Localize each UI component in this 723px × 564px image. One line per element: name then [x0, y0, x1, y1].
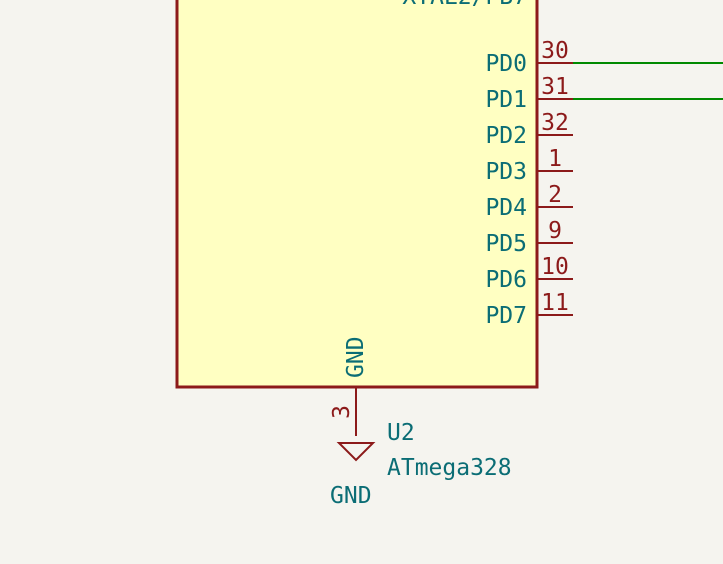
pin-pd2[interactable]: PD2 32	[485, 110, 573, 149]
gnd-pin-label: GND	[343, 336, 369, 378]
pin-label: PD0	[485, 51, 527, 77]
component-reference[interactable]: U2	[387, 420, 415, 446]
gnd-pin[interactable]: GND 3	[329, 336, 369, 436]
pin-pd5[interactable]: PD5 9	[485, 218, 573, 257]
pin-pd1[interactable]: PD1 31	[485, 74, 573, 113]
pin-label: PD7	[485, 303, 527, 329]
pin-number: 10	[541, 254, 569, 280]
pin-pd7[interactable]: PD7 11	[485, 290, 573, 329]
pin-pd3[interactable]: PD3 1	[485, 146, 573, 185]
pin-pd0[interactable]: PD0 30	[485, 38, 573, 77]
pin-pd4[interactable]: PD4 2	[485, 182, 573, 221]
power-symbol-label: GND	[330, 483, 372, 509]
pin-pd6[interactable]: PD6 10	[485, 254, 573, 293]
component-value[interactable]: ATmega328	[387, 455, 512, 481]
pin-number: 9	[548, 218, 562, 244]
ic-body[interactable]	[175, 0, 539, 389]
gnd-pin-number: 3	[329, 405, 355, 419]
pin-label: PD5	[485, 231, 527, 257]
pin-label: PD3	[485, 159, 527, 185]
pin-label: PD2	[485, 123, 527, 149]
pin-number: 2	[548, 182, 562, 208]
pin-number: 30	[541, 38, 569, 64]
pin-number: 32	[541, 110, 569, 136]
ground-icon[interactable]: GND	[330, 442, 376, 509]
pin-number: 11	[541, 290, 569, 316]
wires-group	[573, 62, 723, 100]
pin-number: 31	[541, 74, 569, 100]
pin-label-partial: XTAL2/PB7	[402, 0, 527, 10]
pin-label: PD1	[485, 87, 527, 113]
pin-number: 1	[548, 146, 562, 172]
pin-label: PD6	[485, 267, 527, 293]
pin-label: PD4	[485, 195, 527, 221]
